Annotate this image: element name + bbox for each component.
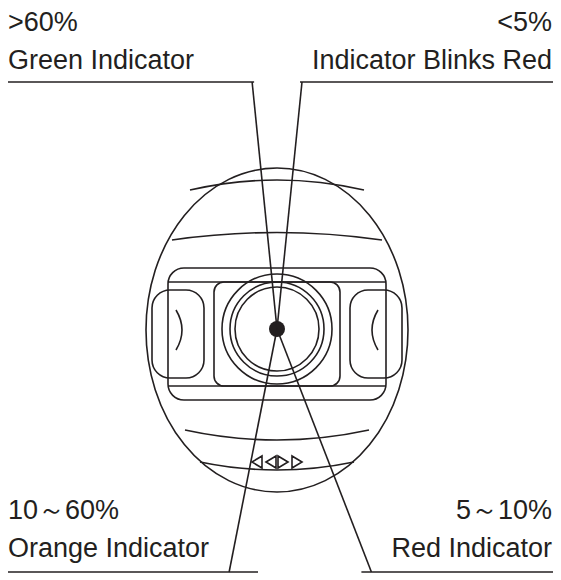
underline (8, 571, 258, 573)
charge-range: 10～60% (8, 494, 119, 526)
charge-range: >60% (8, 6, 78, 38)
indicator-state: Indicator Blinks Red (312, 44, 552, 76)
indicator-state: Orange Indicator (8, 532, 209, 564)
leader-lines (8, 82, 553, 572)
indicator-state: Red Indicator (391, 532, 552, 564)
underline (361, 571, 553, 573)
leader-line (277, 82, 302, 329)
indicator-state: Green Indicator (8, 44, 194, 76)
leader-line (229, 329, 277, 572)
underline (300, 81, 553, 83)
leader-line (277, 329, 371, 572)
leader-line (252, 82, 277, 329)
charge-range: 5～10% (456, 494, 552, 526)
underline (8, 81, 254, 83)
charge-range: <5% (497, 6, 552, 38)
